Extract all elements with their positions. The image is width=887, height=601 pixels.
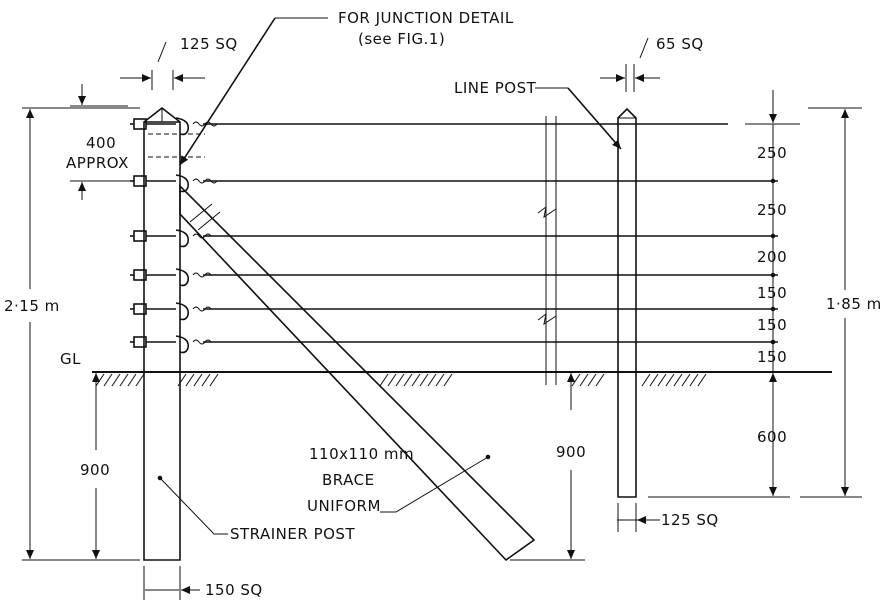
brace-leader xyxy=(380,454,491,513)
line-post-height-label: 1·85 m xyxy=(826,295,882,313)
wire-spacing-6: 150 xyxy=(757,348,787,366)
see-fig-label: (see FIG.1) xyxy=(358,30,445,48)
junction-leader xyxy=(179,17,328,166)
strainer-depth-label: 900 xyxy=(80,461,110,479)
wire-spacing-5: 150 xyxy=(757,316,787,334)
fence-wires xyxy=(203,123,778,343)
brace-depth-label: 900 xyxy=(556,443,586,461)
strainer-post xyxy=(143,106,181,561)
total-height-label: 2·15 m xyxy=(4,297,60,315)
wire-spacing-dimension xyxy=(648,90,800,498)
line-post-bottom-dimension xyxy=(617,503,660,532)
total-height-dimension xyxy=(22,107,140,561)
strainer-top-size-label: 125 SQ xyxy=(180,35,238,53)
line-post-depth-label: 600 xyxy=(757,428,787,446)
line-post-bottom-size-label: 125 SQ xyxy=(661,511,719,529)
approx-400-dimension xyxy=(70,84,205,200)
strainer-insulators xyxy=(130,117,190,354)
strainer-top-dimension xyxy=(120,41,205,90)
junction-detail-label: FOR JUNCTION DETAIL xyxy=(338,9,514,27)
line-post-height-dimension xyxy=(800,107,862,498)
wire-break xyxy=(537,116,557,385)
brace-size-label: 110x110 mm xyxy=(309,445,414,463)
line-post-label: LINE POST xyxy=(454,79,537,97)
approx-400-label: 400 xyxy=(86,134,116,152)
line-post-top-dimension xyxy=(600,37,660,92)
wire-spacing-2: 250 xyxy=(757,201,787,219)
line-post-leader xyxy=(535,87,622,150)
brace xyxy=(179,184,536,562)
uniform-word-label: UNIFORM xyxy=(307,497,381,515)
approx-word-label: APPROX xyxy=(66,154,129,172)
wire-spacing-1: 250 xyxy=(757,144,787,162)
strainer-bottom-size-label: 150 SQ xyxy=(205,581,263,599)
ground-hatching xyxy=(95,373,707,387)
brace-word-label: BRACE xyxy=(322,471,375,489)
wire-twists xyxy=(192,121,218,345)
strainer-bottom-dimension xyxy=(143,566,200,600)
brace-depth-dimension xyxy=(510,373,585,561)
strainer-post-label: STRAINER POST xyxy=(230,525,355,543)
ground-level-label: GL xyxy=(60,350,81,368)
strainer-post-leader xyxy=(157,475,228,535)
wire-spacing-4: 150 xyxy=(757,284,787,302)
line-post-top-size-label: 65 SQ xyxy=(656,35,704,53)
line-post xyxy=(617,107,637,498)
wire-spacing-3: 200 xyxy=(757,248,787,266)
